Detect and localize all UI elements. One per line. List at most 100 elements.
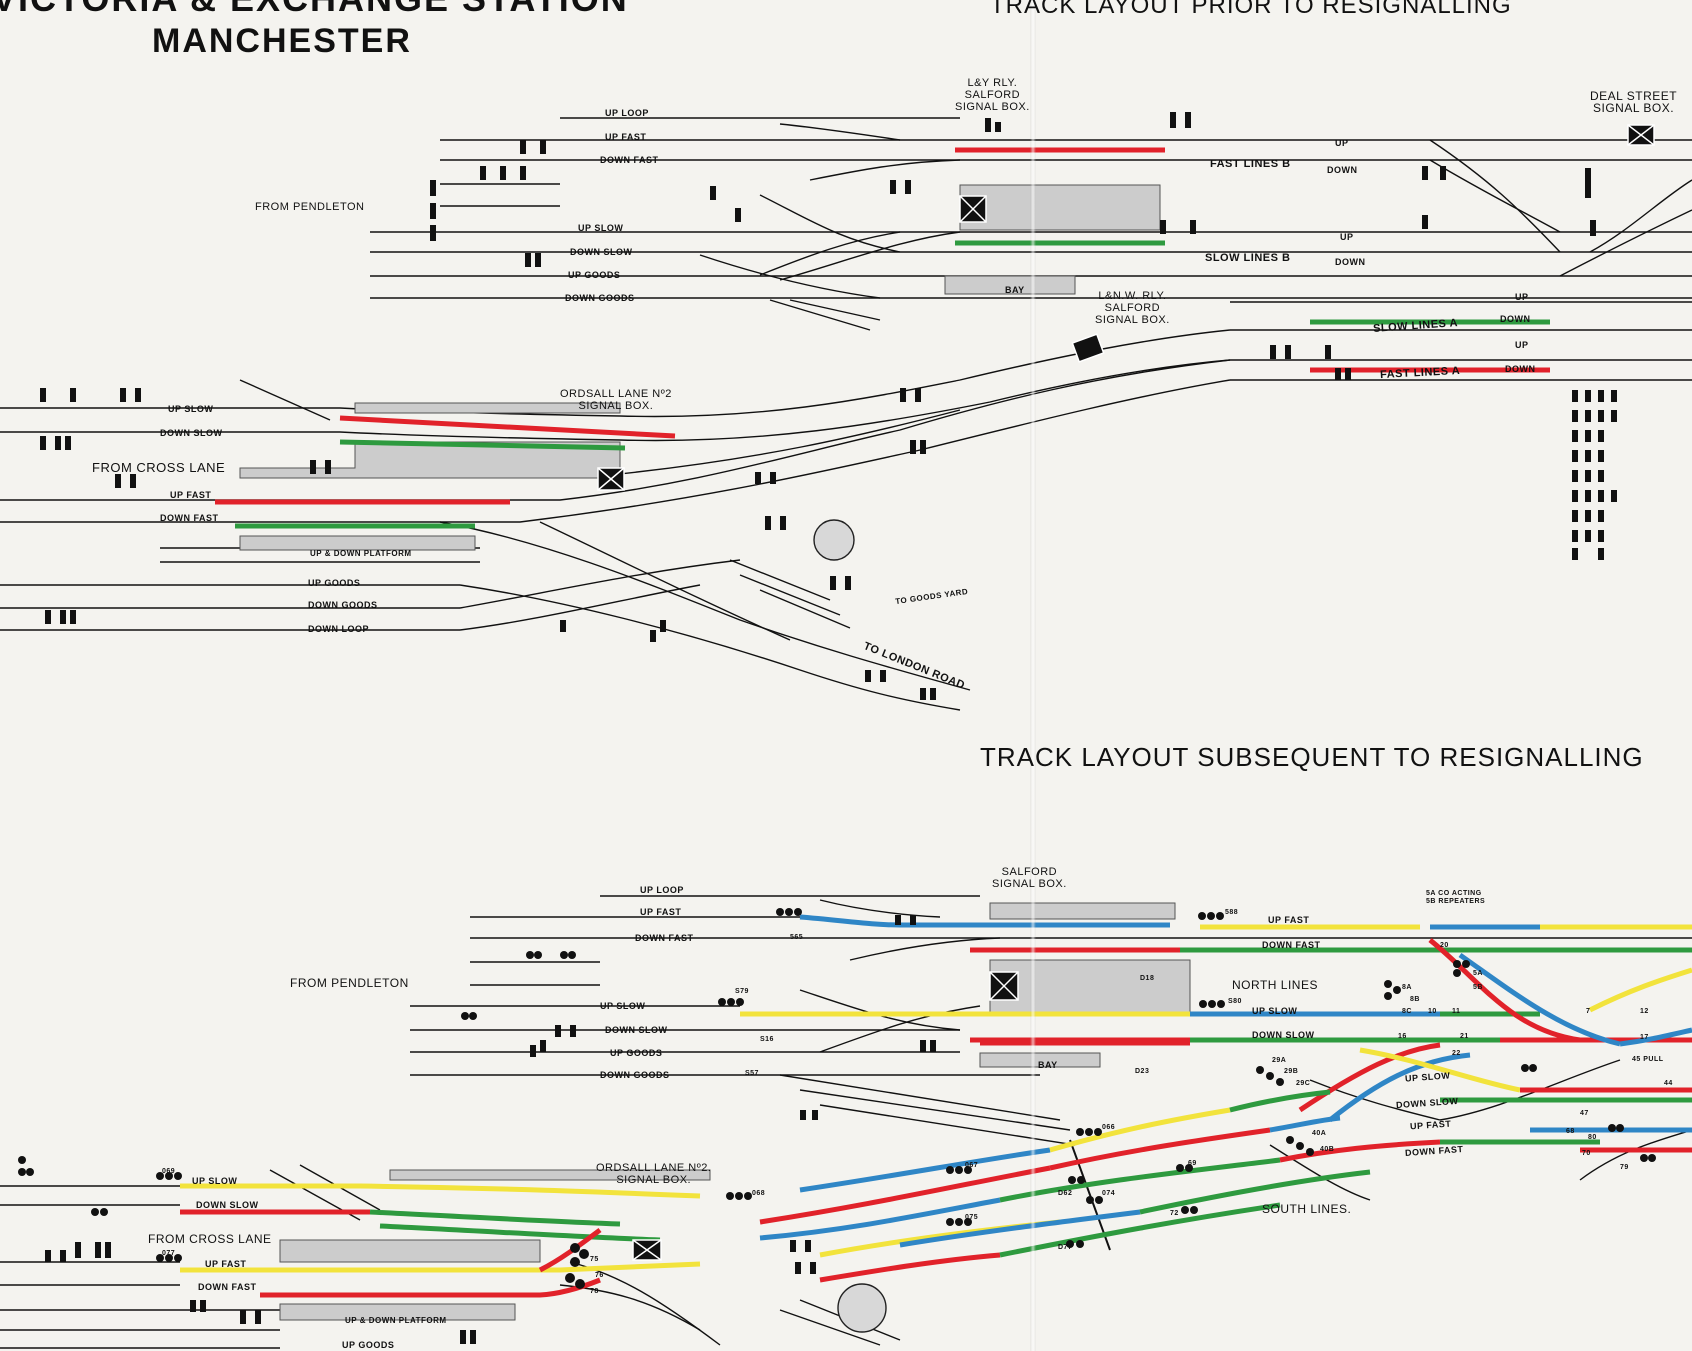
title-line-1: VICTORIA & EXCHANGE STATION	[0, 0, 629, 20]
prior-down-label-1: DOWN	[1327, 165, 1358, 175]
paper-fold	[1030, 0, 1036, 1351]
subsequent-lower-track-group	[0, 1059, 1692, 1349]
signal-number-label: 077	[162, 1250, 176, 1257]
sub-label-up-loop: UP LOOP	[640, 885, 684, 895]
sub-label-down-slow: DOWN SLOW	[605, 1025, 668, 1035]
signal-number-label: D18	[1140, 975, 1155, 982]
sub-label-down-fast: DOWN FAST	[635, 933, 694, 943]
signal-number-label: 069	[162, 1168, 176, 1175]
signal-number-label: 5B	[1473, 984, 1483, 991]
signal-number-label: D23	[1135, 1068, 1150, 1075]
signal-number-label: 565	[790, 934, 804, 941]
prior-lower-track-group	[0, 301, 1692, 711]
ordsall-prior-box-label: ORDSALL LANE Nº2 SIGNAL BOX.	[560, 388, 672, 412]
signal-number-label: 45 PULL	[1632, 1056, 1664, 1063]
signal-number-label: 8B	[1410, 996, 1420, 1003]
prior-down-label-2: DOWN	[1335, 257, 1366, 267]
prior-lower-down-loop: DOWN LOOP	[308, 624, 369, 634]
signal-number-label: 72	[1170, 1210, 1179, 1217]
signal-number-label: 44	[1664, 1080, 1673, 1087]
track-circuits	[180, 147, 1692, 1298]
signal-number-label: S16	[760, 1036, 774, 1043]
prior-lower-down-goods: DOWN GOODS	[308, 600, 378, 610]
signal-number-label: 70	[1582, 1150, 1591, 1157]
prior-down-label-3: DOWN	[1500, 314, 1531, 324]
prior-slow-lines-b: SLOW LINES B	[1205, 252, 1291, 264]
prior-label-down-fast: DOWN FAST	[600, 155, 659, 165]
prior-from-cross-lane: FROM CROSS LANE	[92, 460, 226, 475]
prior-label-down-slow: DOWN SLOW	[570, 247, 633, 257]
signal-number-label: 8A	[1402, 984, 1412, 991]
sub-lower-up-slow: UP SLOW	[192, 1176, 238, 1186]
repeaters-note: 5A CO ACTING 5B REPEATERS	[1426, 890, 1486, 905]
signal-number-label: 29A	[1272, 1057, 1287, 1064]
title-line-2: MANCHESTER	[152, 22, 412, 60]
sub-south-lines: SOUTH LINES.	[1262, 1202, 1352, 1216]
prior-track-down-slow-lower	[0, 431, 621, 441]
signal-number-label: 40A	[1312, 1130, 1327, 1137]
signal-number-label: 7	[1586, 1008, 1591, 1015]
signal-number-label: 22	[1452, 1050, 1461, 1057]
prior-up-label-1: UP	[1335, 138, 1349, 148]
prior-lower-up-goods: UP GOODS	[308, 578, 361, 588]
sub-lower-up-goods: UP GOODS	[342, 1340, 395, 1350]
prior-down-label-4: DOWN	[1505, 364, 1536, 374]
signal-number-label: 76	[595, 1272, 604, 1279]
prior-label-up-slow: UP SLOW	[578, 223, 624, 233]
prior-label-up-goods: UP GOODS	[568, 270, 621, 280]
signal-number-label: 40B	[1320, 1146, 1335, 1153]
signal-number-label: 588	[1225, 909, 1239, 916]
signal-number-label: 20	[1440, 942, 1449, 949]
sub-right-down-slow: DOWN SLOW	[1252, 1030, 1315, 1040]
sub-label-up-slow: UP SLOW	[600, 1001, 646, 1011]
prior-lower-down-slow: DOWN SLOW	[160, 428, 223, 438]
signal-number-label: 69	[1188, 1160, 1197, 1167]
prior-bay-label: BAY	[1005, 285, 1025, 295]
signal-number-label: 21	[1460, 1033, 1469, 1040]
sub-from-cross-lane: FROM CROSS LANE	[148, 1232, 272, 1246]
sub-lower-platform: UP & DOWN PLATFORM	[345, 1316, 447, 1325]
subsequent-upper-track-group	[410, 895, 1692, 1146]
prior-label-up-loop: UP LOOP	[605, 108, 649, 118]
sub-label-down-goods: DOWN GOODS	[600, 1070, 670, 1080]
signal-number-label: 75	[590, 1256, 599, 1263]
prior-up-label-2: UP	[1340, 232, 1354, 242]
platforms	[239, 184, 1191, 1321]
sub-lower-down-slow: DOWN SLOW	[196, 1200, 259, 1210]
signal-number-label: 5A	[1473, 970, 1483, 977]
signal-number-label: 79	[1620, 1164, 1629, 1171]
prior-lower-up-slow: UP SLOW	[168, 404, 214, 414]
prior-from-pendleton: FROM PENDLETON	[255, 201, 365, 213]
signal-boxes	[597, 124, 1655, 1261]
sub-lower-up-fast: UP FAST	[205, 1259, 247, 1269]
signal-number-label: 12	[1640, 1008, 1649, 1015]
signal-heads	[40, 112, 1617, 1344]
signal-number-label: 29B	[1284, 1068, 1299, 1075]
signal-number-label: 068	[752, 1190, 766, 1197]
lnw-salford-box-label: L&N.W. RLY. SALFORD SIGNAL BOX.	[1095, 290, 1170, 326]
signal-number-label: D77	[1058, 1244, 1073, 1251]
signal-number-label: 074	[1102, 1190, 1116, 1197]
signal-number-label: 47	[1580, 1110, 1589, 1117]
sub-from-pendleton: FROM PENDLETON	[290, 976, 409, 990]
prior-heading: TRACK LAYOUT PRIOR TO RESIGNALLING	[990, 0, 1512, 19]
signal-number-label: 17	[1640, 1034, 1649, 1041]
signal-number-label: 80	[1588, 1134, 1597, 1141]
signal-number-label: S80	[1228, 998, 1242, 1005]
prior-track-down-fast-lower	[0, 379, 1231, 523]
signal-number-label: 075	[965, 1214, 979, 1221]
signal-number-label: 16	[1398, 1033, 1407, 1040]
prior-label-down-goods: DOWN GOODS	[565, 293, 635, 303]
sub-label-up-goods: UP GOODS	[610, 1048, 663, 1058]
prior-label-up-fast: UP FAST	[605, 132, 647, 142]
prior-lower-up-fast: UP FAST	[170, 490, 212, 500]
signal-number-label: 10	[1428, 1008, 1437, 1015]
signal-number-label: 68	[1566, 1128, 1575, 1135]
signal-number-label: 066	[1102, 1124, 1116, 1131]
signal-number-label: S79	[735, 988, 749, 995]
sub-right-up-slow: UP SLOW	[1252, 1006, 1298, 1016]
sub-right-bay: BAY	[1038, 1060, 1058, 1070]
prior-lower-down-fast: DOWN FAST	[160, 513, 219, 523]
sub-north-lines: NORTH LINES	[1232, 978, 1318, 992]
